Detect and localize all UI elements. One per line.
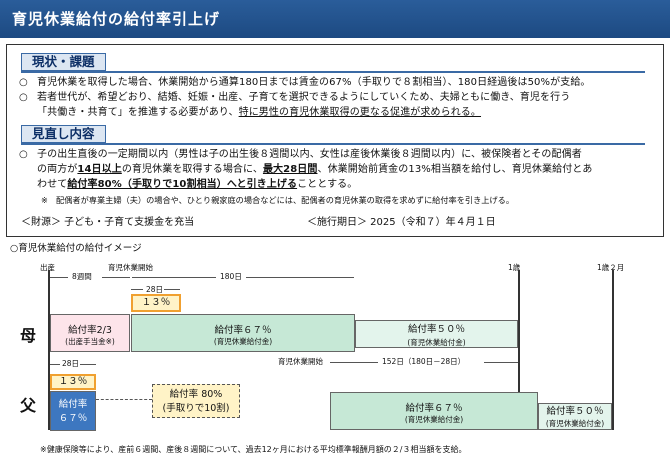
diagram-title: ○育児休業給付の給付イメージ (10, 243, 142, 254)
review-line-2: の両方が14日以上の育児休業を取得する場合に、最大28日間、休業開始前賃金の13… (37, 164, 593, 175)
mother-28-days-arrow (131, 289, 143, 290)
birth-line (48, 270, 50, 430)
birth-label: 出産 (40, 263, 55, 272)
current-paragraph-2: ○若者世代が、希望どおり、結婚、妊娠・出産、子育てを選択できるようにしていくため… (19, 92, 571, 103)
funding-source: ＜財源＞ 子ども・子育て支援金を充当 (21, 217, 195, 228)
mother-67-percent-box: 給付率６７％ (育児休業給付金) (131, 314, 355, 352)
father-67-percent-box: 給付率 ６７％ (50, 391, 96, 431)
days-152-label: 152日（180日－28日） (382, 357, 466, 366)
page-title: 育児休業給付の給付率引上げ (12, 10, 221, 28)
father-label: 父 (20, 396, 37, 415)
father-28-days-arrow (80, 364, 96, 365)
father-28-days-arrow (50, 364, 60, 365)
maternity-benefit-box: 給付率2/3 (出産手当金※) (50, 314, 130, 352)
days-152-arrow (484, 362, 518, 363)
one-year-two-month-line (612, 270, 614, 430)
one-year-line (518, 270, 520, 400)
days-180-arrow (246, 277, 354, 278)
summary-frame: 現状・課題 ○育児休業を取得した場合、休業開始から通算180日までは賃金の67%… (6, 44, 664, 237)
current-issues-heading: 現状・課題 (21, 53, 106, 71)
one-year-two-month-label: 1歳２月 (597, 263, 625, 272)
mother-label: 母 (20, 326, 37, 345)
review-line-1: ○子の出生直後の一定期間以内（男性は子の出生後８週間以内、女性は産後休業後８週間… (19, 149, 582, 160)
father-13-percent-box: １３％ (50, 374, 96, 390)
section-rule (21, 71, 645, 73)
review-heading: 見直し内容 (21, 125, 106, 143)
callout-connector (96, 399, 152, 400)
father-67-percent-benefit-box: 給付率６７％ (育児休業給付金) (330, 392, 538, 430)
father-leave-start-label: 育児休業開始 (278, 357, 323, 366)
current-paragraph-2-cont: 「共働き・共育て」を推進する必要があり、特に男性の育児休業取得の更なる促進が求め… (37, 107, 482, 118)
eight-weeks-label: 8週間 (72, 272, 92, 281)
footnote: ※健康保険等により、産前６週間、産後８週間について、過去12ヶ月における平均標準… (40, 445, 467, 454)
days-152-arrow (330, 362, 378, 363)
title-bar: 育児休業給付の給付率引上げ (0, 0, 670, 38)
mother-28-days-arrow (164, 289, 180, 290)
current-paragraph-1: ○育児休業を取得した場合、休業開始から通算180日までは賃金の67%（手取りで８… (19, 77, 591, 88)
mother-28-days-label: 28日 (146, 285, 164, 294)
callout-80-percent: 給付率 80% (手取りで10割) (152, 384, 240, 418)
review-note: ※ 配偶者が専業主婦（夫）の場合や、ひとり親家庭の場合などには、配偶者の育児休業… (41, 195, 515, 205)
one-year-label: 1歳 (508, 263, 521, 272)
effective-date: ＜施行期日＞ 2025（令和７）年４月１日 (307, 217, 496, 228)
days-180-label: 180日 (220, 272, 242, 281)
father-50-percent-box: 給付率５０％ (育児休業給付金) (538, 403, 612, 430)
review-line-3: わせて給付率80%（手取りで10割相当）へと引き上げることとする。 (37, 179, 358, 190)
eight-weeks-arrow (102, 277, 130, 278)
leave-start-label: 育児休業開始 (108, 263, 153, 272)
section-rule (21, 143, 645, 145)
father-28-days-label: 28日 (62, 359, 80, 368)
mother-13-percent-box: １３％ (131, 294, 181, 312)
mother-50-percent-box: 給付率５０％ (育児休業給付金) (355, 320, 518, 348)
days-180-arrow (132, 277, 216, 278)
eight-weeks-arrow (50, 277, 68, 278)
